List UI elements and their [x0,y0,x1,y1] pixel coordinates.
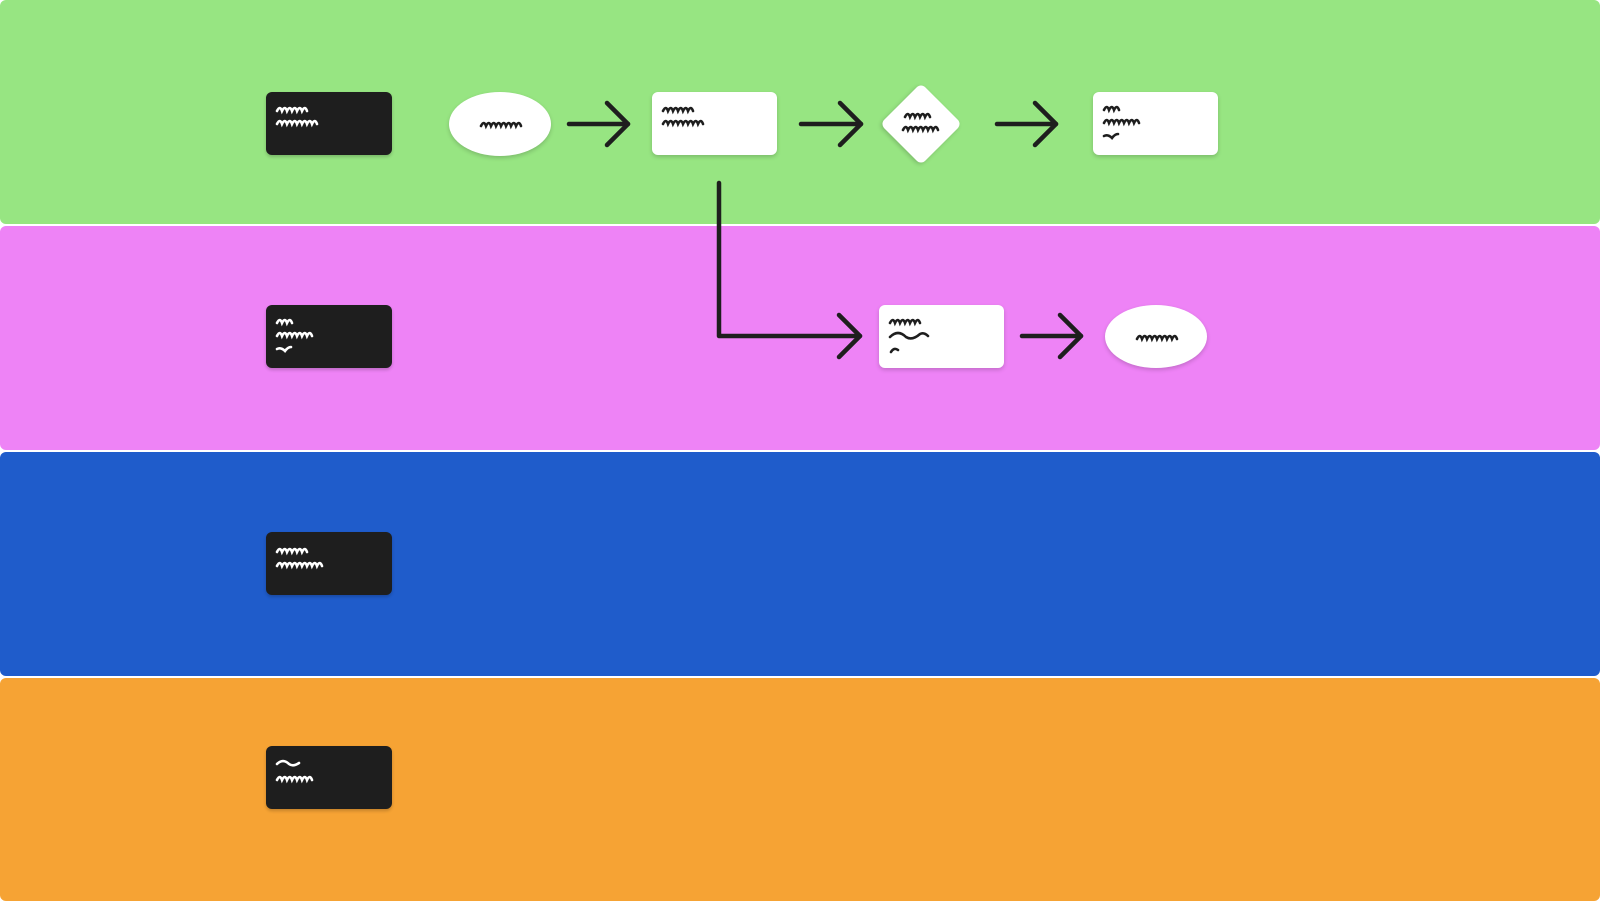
lane-label-2[interactable] [266,305,392,368]
swimlane-4 [0,678,1600,901]
arrow-start-to-process-1[interactable] [566,100,631,148]
scribble-text-placeholder [661,106,705,128]
scribble-text-placeholder [888,318,930,354]
arrow-process-3-to-end[interactable] [1019,312,1084,360]
scribble-text-placeholder [275,318,314,353]
arrow-decision-to-process-2[interactable] [994,100,1059,148]
process-box-1[interactable] [652,92,777,155]
swimlane-1 [0,0,1600,224]
arrow-process-1-to-process-3[interactable] [716,180,863,360]
scribble-text-placeholder [479,121,523,130]
scribble-text-placeholder [275,547,324,570]
scribble-text-placeholder [275,759,314,784]
arrow-process-1-to-decision[interactable] [798,100,864,148]
scribble-text-placeholder [1135,334,1179,343]
scribble-text-placeholder [1102,105,1141,140]
lane-label-3[interactable] [266,532,392,595]
end-ellipse[interactable] [1105,305,1207,368]
lane-label-4[interactable] [266,746,392,809]
scribble-text-placeholder [275,106,319,128]
lane-label-1[interactable] [266,92,392,155]
swimlane-3 [0,452,1600,676]
scribble-text-placeholder [901,112,940,134]
process-box-3[interactable] [879,305,1004,368]
process-box-2[interactable] [1093,92,1218,155]
swimlane-2 [0,226,1600,450]
start-ellipse[interactable] [449,92,551,156]
